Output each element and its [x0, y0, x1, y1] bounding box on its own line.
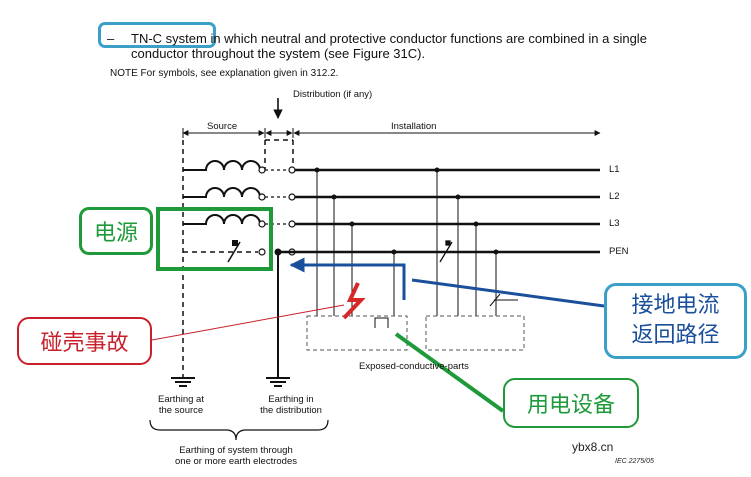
equipment-pointer: [394, 332, 505, 413]
earthing-system-label: Earthing of system through one or more e…: [156, 445, 316, 467]
earthing-distribution-label: Earthing in the distribution: [244, 394, 338, 416]
transformer-windings: [183, 160, 261, 263]
distribution-earth: [274, 248, 282, 378]
terminals: [258, 166, 296, 256]
conductors: [278, 168, 600, 254]
earthing-distribution-line-1: Earthing in: [268, 394, 314, 405]
power-source-highlight: [156, 207, 273, 271]
exposed-parts-label: Exposed-conductive-parts: [359, 361, 469, 372]
note-text: NOTE For symbols, see explanation given …: [110, 68, 339, 79]
figure-code: IEC 2275/05: [615, 458, 654, 465]
distribution-label: Distribution (if any): [293, 89, 373, 100]
fault-return-pointer: [411, 278, 605, 308]
earthing-system-line-2: one or more earth electrodes: [175, 456, 297, 467]
watermark: ybx8.cn: [572, 440, 614, 454]
source-label: Source: [207, 121, 238, 132]
earthing-source-line-1: Earthing at: [158, 394, 204, 405]
fault-return-path: [289, 257, 406, 300]
heading-line-1: TN-C system in which neutral and protect…: [131, 31, 647, 46]
power-source-callout: 电源: [79, 207, 153, 255]
line-label-l1: L1: [609, 164, 620, 175]
tap-dots: [314, 167, 499, 255]
earthing-source-label: Earthing at the source: [146, 394, 216, 416]
shell-fault-pointer: [151, 304, 345, 341]
fault-return-line-2: 返回路径: [631, 323, 720, 348]
earth-symbol-source: [171, 377, 195, 387]
installation-label: Installation: [391, 121, 437, 132]
source-boundary: [182, 139, 294, 378]
fault-return-callout: 接地电流 返回路径: [604, 283, 747, 359]
heading-highlight: [98, 22, 216, 48]
section-dimensions: [182, 128, 601, 138]
line-label-l3: L3: [609, 218, 620, 229]
earthing-source-line-2: the source: [158, 405, 204, 416]
line-label-l2: L2: [609, 191, 620, 202]
fault-lightning-icon: [342, 282, 366, 320]
earthing-distribution-line-2: the distribution: [260, 405, 322, 416]
shell-fault-callout: 碰壳事故: [17, 317, 152, 365]
earth-symbol-distribution: [266, 377, 290, 387]
fault-return-line-1: 接地电流: [631, 293, 720, 318]
earthing-system-line-1: Earthing of system through: [179, 445, 293, 456]
equipment-bracket: [374, 317, 389, 328]
heading-dash: –: [107, 31, 115, 46]
load-taps: [316, 170, 518, 316]
dashed-links: [265, 169, 289, 225]
line-label-pen: PEN: [609, 246, 629, 257]
equipment-callout: 用电设备: [503, 378, 639, 428]
installation-pen-switch: [439, 240, 453, 263]
heading-line-2: conductor throughout the system (see Fig…: [131, 46, 426, 61]
earthing-brace: [149, 419, 329, 441]
equipment-enclosures: [306, 315, 525, 351]
